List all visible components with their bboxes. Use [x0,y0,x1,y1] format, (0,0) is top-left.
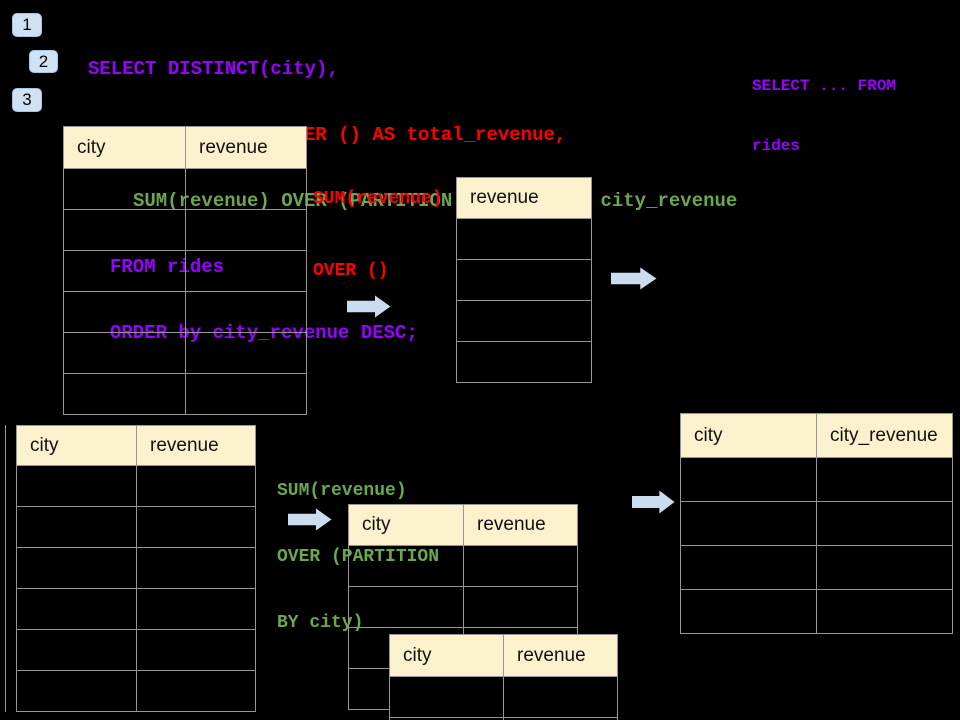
column-header-city: city [16,425,137,466]
table-row [348,586,578,628]
table-row [456,218,592,260]
table-row [680,501,953,546]
table-row [16,506,256,548]
table-row [63,291,307,333]
table-row [63,373,307,415]
right-arrow-icon [288,508,332,531]
column-header-city: city [680,413,817,458]
sql-snippet-line-2: rides [752,137,801,155]
table-edge-sliver [5,425,6,712]
table-header-row: city revenue [63,126,307,169]
step-badge-3: 3 [12,88,42,112]
table-row [16,588,256,630]
column-header-city-revenue: city_revenue [816,413,953,458]
sql-snippet-line-1: SELECT ... FROM [752,77,897,95]
table-source-bottom: city revenue [16,425,256,712]
table-row [16,465,256,507]
table-source-top: city revenue [63,126,307,415]
annotation-partition-line-1: SUM(revenue) [277,481,407,501]
table-row [456,300,592,342]
column-header-revenue: revenue [185,126,307,169]
annotation-total-revenue: SUM(revenue) OVER () [313,139,443,331]
column-header-city: city [389,634,504,677]
step-badge-2: 2 [29,50,58,73]
table-row [63,168,307,210]
column-header-city: city [63,126,186,169]
table-row [16,670,256,712]
table-row [389,676,618,718]
table-total-result: revenue [456,177,592,383]
table-row [63,250,307,292]
table-row [63,332,307,374]
table-row [63,209,307,251]
right-arrow-icon [347,295,391,318]
table-header-row: revenue [456,177,592,219]
table-header-row: city revenue [16,425,256,466]
table-final-result: city city_revenue [680,413,953,634]
table-row [16,629,256,671]
table-row [680,457,953,502]
column-header-revenue: revenue [136,425,256,466]
table-row [389,717,618,720]
step-badge-1: 1 [12,13,42,37]
column-header-revenue: revenue [463,504,578,546]
table-header-row: city revenue [348,504,578,546]
table-row [348,545,578,587]
sql-snippet: SELECT ... FROM rides [752,36,896,196]
annotation-total-line-2: OVER () [313,261,389,281]
table-row [456,259,592,301]
right-arrow-icon [632,490,675,514]
table-partition-overlay: city revenue [389,634,618,720]
column-header-revenue: revenue [456,177,592,219]
table-header-row: city revenue [389,634,618,677]
table-row [16,547,256,589]
sql-line-select: SELECT DISTINCT(city), [88,58,339,80]
column-header-revenue: revenue [503,634,618,677]
table-row [456,341,592,383]
annotation-total-line-1: SUM(revenue) [313,189,443,209]
right-arrow-icon [611,267,657,290]
table-header-row: city city_revenue [680,413,953,458]
table-row [680,545,953,590]
table-row [680,589,953,634]
column-header-city: city [348,504,464,546]
